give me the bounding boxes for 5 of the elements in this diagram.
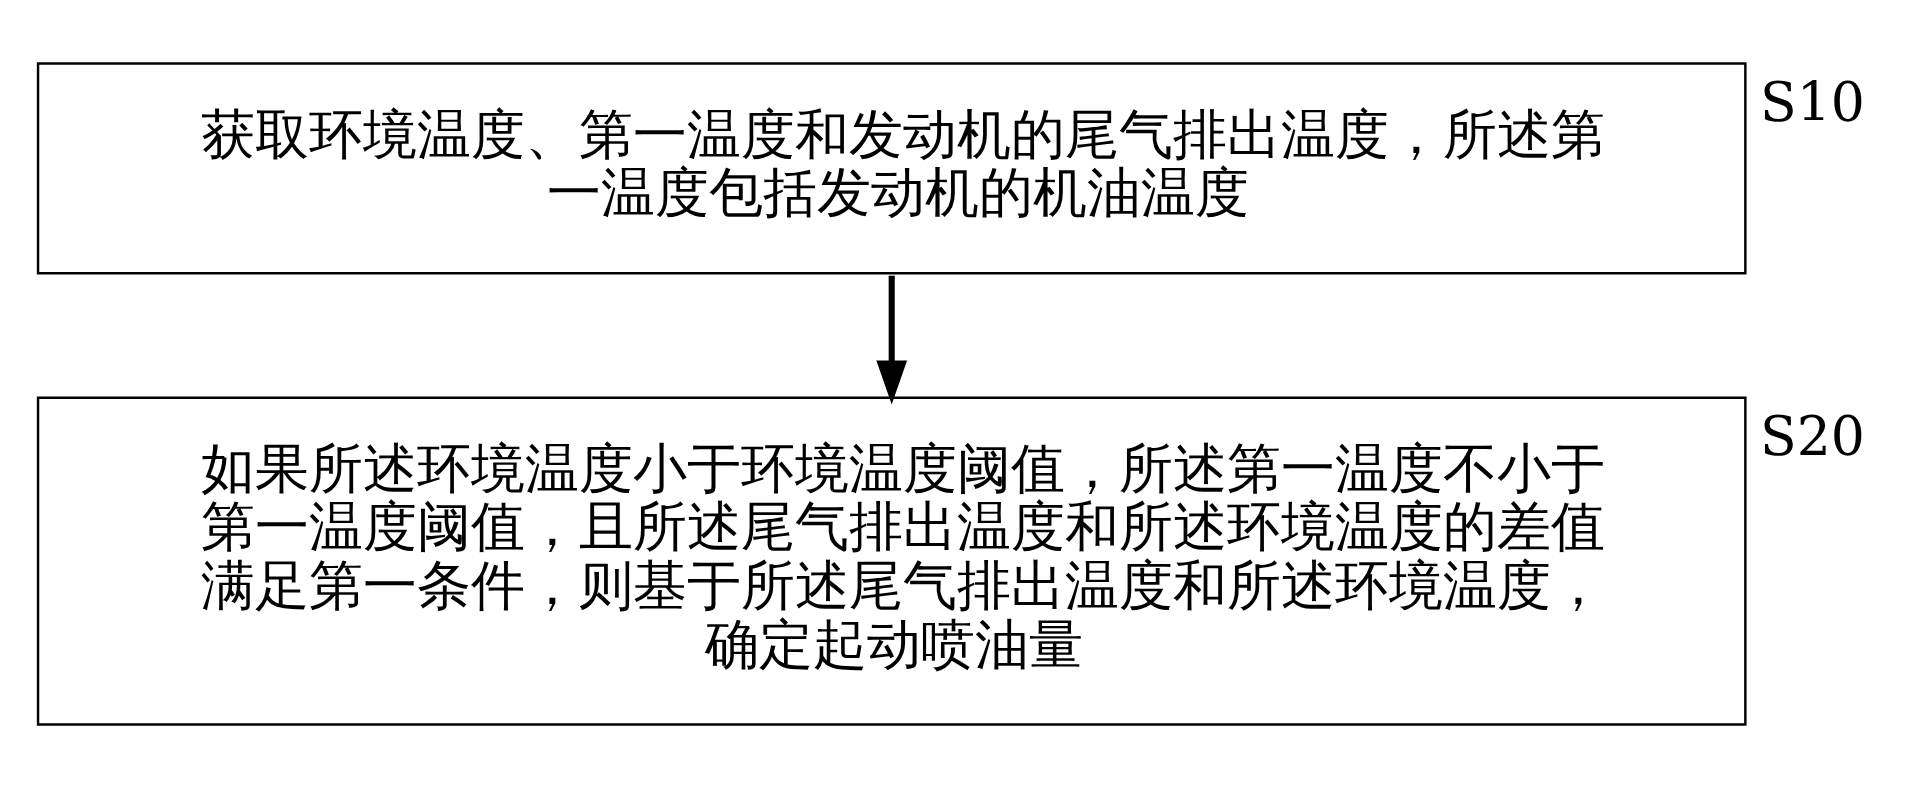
node-label: S20: [1760, 404, 1866, 468]
node-label: S10: [1760, 70, 1866, 134]
arrow: [876, 275, 908, 404]
node-box: 获取环境温度、第一温度和发动机的尾气排出温度，所述第一温度包括发动机的机油温度: [36, 61, 1747, 274]
node-box: 如果所述环境温度小于环境温度阈值，所述第一温度不小于第一温度阈值，且所述尾气排出温度和所述环境温度的差值满足第一条件，则基于所述尾气排出温度和所述环境温度，确定起动喷油量: [36, 395, 1747, 726]
